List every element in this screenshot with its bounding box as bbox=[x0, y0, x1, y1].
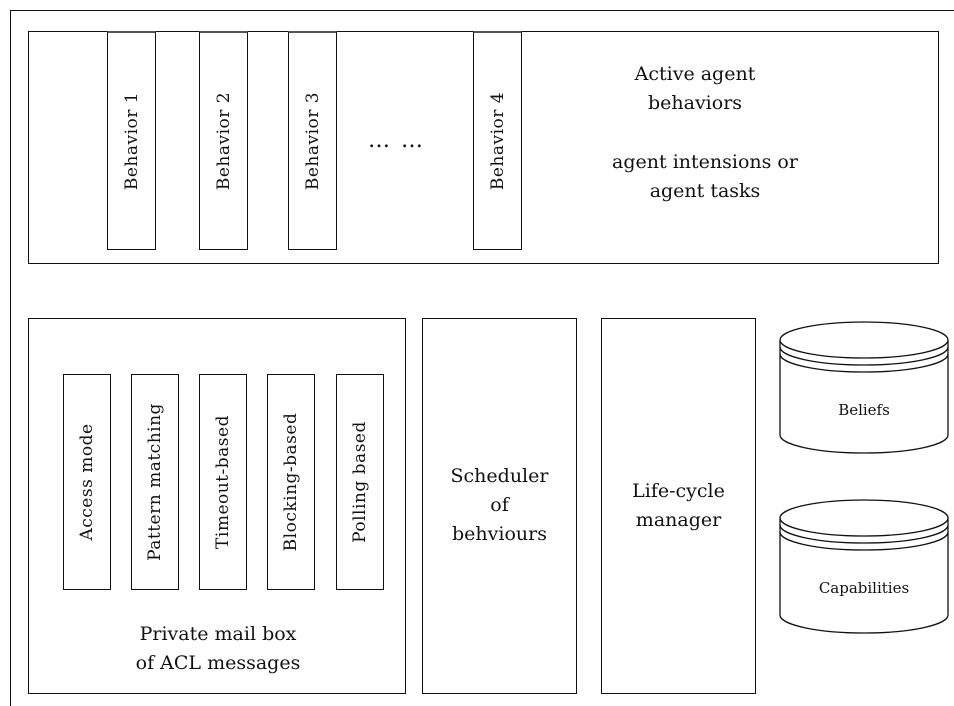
lifecycle-label: Life-cycle manager bbox=[632, 480, 725, 531]
mode-label-blocking: Blocking-based bbox=[281, 412, 301, 552]
lifecycle-panel bbox=[601, 318, 756, 694]
mode-box-timeout: Timeout-based bbox=[199, 374, 247, 590]
agent-tasks-label: agent intensions or agent tasks bbox=[612, 151, 798, 202]
active-behaviors-title: Active agent behaviors bbox=[634, 63, 756, 114]
mode-box-pattern: Pattern matching bbox=[131, 374, 179, 590]
mode-label-timeout: Timeout-based bbox=[213, 415, 233, 549]
scheduler-panel bbox=[422, 318, 577, 694]
frame-left-border bbox=[10, 10, 11, 706]
capabilities-label: Capabilities bbox=[818, 579, 910, 597]
behavior-label-4: Behavior 4 bbox=[487, 91, 508, 191]
behavior-box-2: Behavior 2 bbox=[199, 31, 248, 250]
beliefs-label: Beliefs bbox=[838, 401, 890, 419]
behavior-label-3: Behavior 3 bbox=[302, 91, 323, 191]
behavior-box-4: Behavior 4 bbox=[473, 31, 522, 250]
behavior-label-1: Behavior 1 bbox=[121, 91, 142, 191]
mode-label-polling: Polling based bbox=[350, 421, 370, 543]
mailbox-caption: Private mail box of ACL messages bbox=[135, 623, 301, 674]
mode-label-pattern: Pattern matching bbox=[145, 403, 165, 561]
behavior-ellipsis: … … bbox=[368, 128, 425, 153]
frame-top-border bbox=[10, 10, 954, 11]
capabilities-store bbox=[779, 499, 949, 634]
mode-box-polling: Polling based bbox=[336, 374, 384, 590]
behavior-box-3: Behavior 3 bbox=[288, 31, 337, 250]
behavior-label-2: Behavior 2 bbox=[213, 91, 234, 191]
beliefs-store bbox=[779, 321, 949, 454]
behavior-box-1: Behavior 1 bbox=[107, 31, 156, 250]
mode-box-access: Access mode bbox=[63, 374, 111, 590]
scheduler-label: Scheduler of behviours bbox=[450, 465, 549, 545]
mode-label-access: Access mode bbox=[77, 423, 97, 541]
mode-box-blocking: Blocking-based bbox=[267, 374, 315, 590]
